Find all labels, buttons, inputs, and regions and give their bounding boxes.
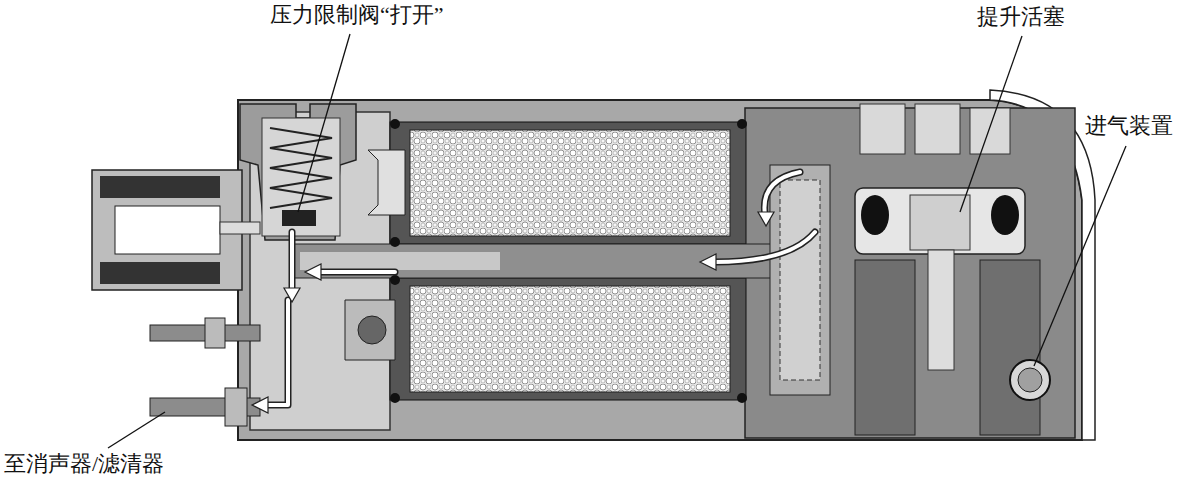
part-label: 进气装置: [1083, 113, 1175, 139]
leader-lines: [108, 34, 1126, 448]
part-label: 提升活塞: [975, 4, 1067, 30]
part-label: 压力限制阀“打开”: [268, 2, 446, 28]
part-label: 至消声器/滤清器: [2, 451, 166, 477]
